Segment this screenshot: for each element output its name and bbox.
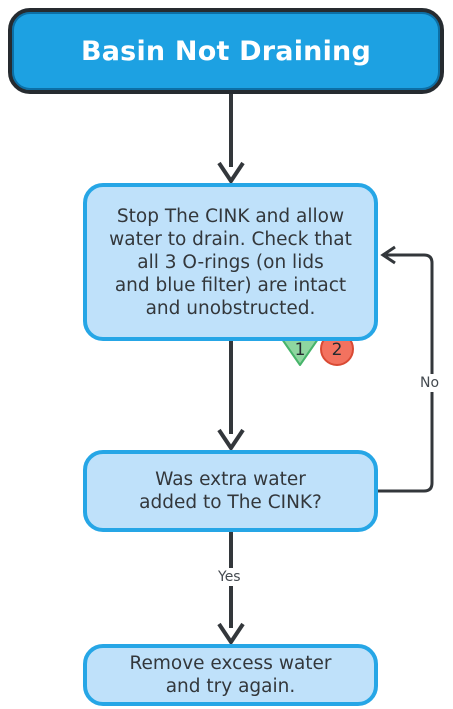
step-text-line: and blue filter) are intact: [114, 274, 347, 296]
question-text-line: Was extra water: [155, 469, 306, 490]
step-text-line: water to drain. Check that: [109, 228, 352, 250]
circle-badge-number: 2: [332, 340, 343, 360]
arrow-no-loop: [378, 245, 434, 493]
page-title: Basin Not Draining: [80, 35, 372, 67]
step-text-line: and try again.: [165, 676, 296, 697]
remove-water-step: Remove excess water and try again.: [83, 644, 378, 706]
step-text-line: Remove excess water: [129, 653, 332, 674]
title-box: Basin Not Draining: [8, 8, 444, 94]
triangle-badge-1: 1: [281, 338, 319, 366]
extra-water-question: Was extra water added to The CINK?: [83, 450, 378, 532]
step-text-line: Stop The CINK and allow: [116, 205, 345, 227]
arrow-check-to-question: [217, 341, 245, 452]
triangle-badge-number: 1: [295, 340, 306, 360]
step-text-line: all 3 O-rings (on lids: [137, 251, 324, 273]
arrow-yes: [217, 532, 245, 646]
yes-edge-label: Yes: [216, 568, 243, 586]
no-edge-label: No: [418, 374, 442, 392]
question-text-line: added to The CINK?: [139, 492, 322, 513]
arrow-title-to-check: [217, 94, 245, 185]
step-text-line: and unobstructed.: [145, 297, 316, 319]
check-o-rings-step: Stop The CINK and allow water to drain. …: [83, 183, 378, 341]
